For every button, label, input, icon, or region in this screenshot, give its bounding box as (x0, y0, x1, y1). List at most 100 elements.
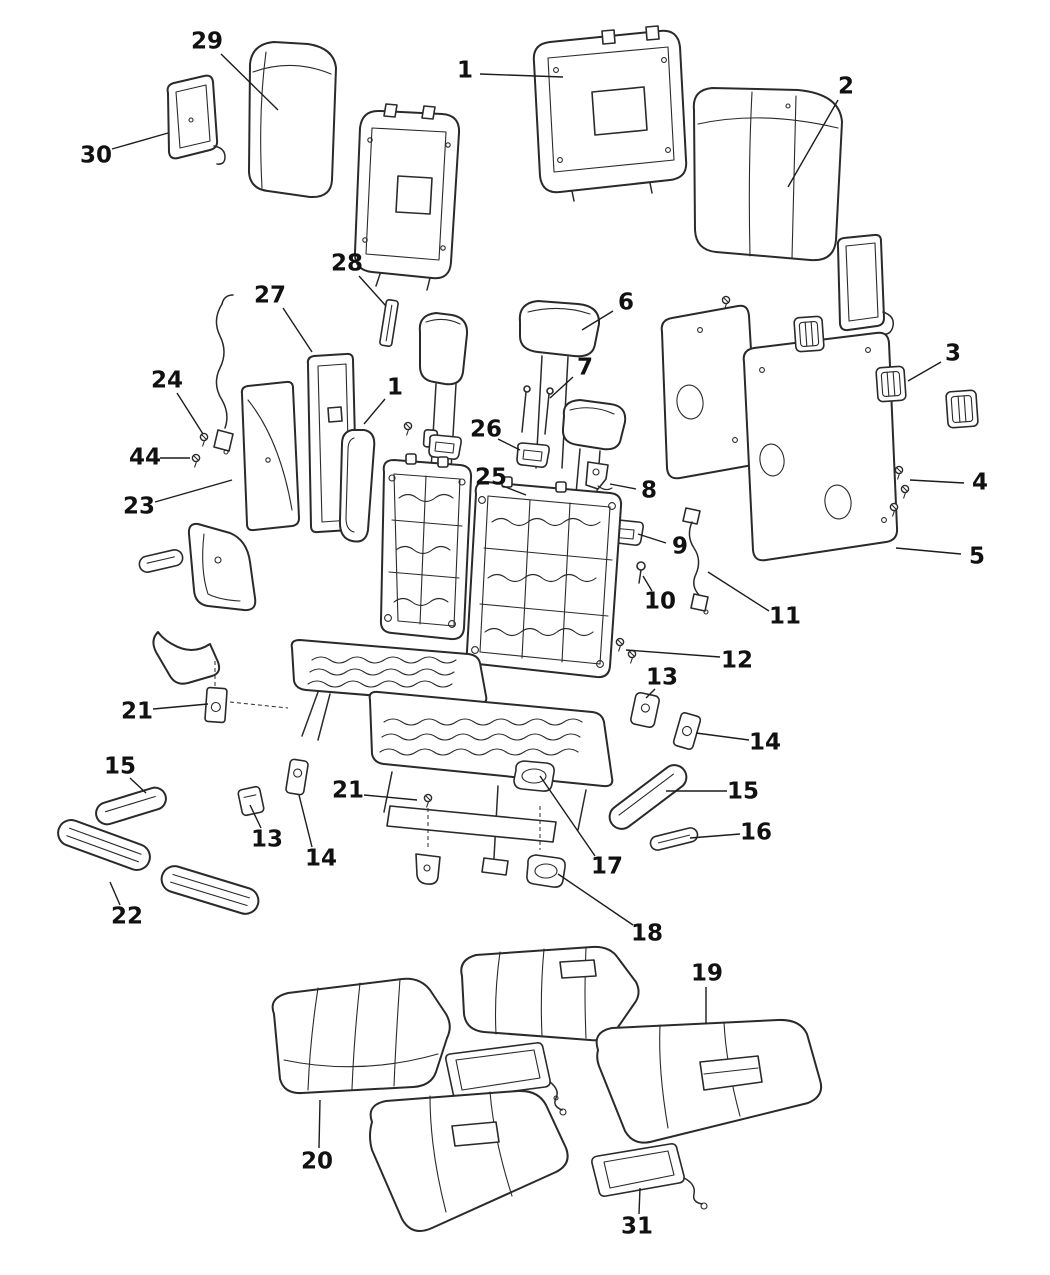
frame-1-right-art (532, 25, 688, 202)
callout-label-11-20[interactable]: 11 (768, 603, 802, 630)
leader-line-2 (787, 99, 839, 188)
vent-3-c-art (945, 389, 979, 429)
leader-line-20 (318, 1099, 321, 1149)
callout-label-17-31[interactable]: 17 (590, 853, 624, 880)
bezel-18-art (526, 854, 566, 888)
leader-line-1 (479, 73, 564, 78)
bracket-14-right-art (672, 712, 702, 750)
bracket-13-left-art (237, 785, 265, 817)
trim-15-left-art (95, 786, 167, 826)
base-pan-front-art (368, 690, 614, 859)
cushion-19-art (595, 1018, 823, 1144)
callout-label-6-6[interactable]: 6 (617, 289, 635, 316)
seatback-29-art (248, 41, 337, 199)
callout-label-13-29[interactable]: 13 (250, 826, 284, 853)
leader-line-21 (363, 794, 418, 801)
callout-label-31-36[interactable]: 31 (620, 1213, 654, 1240)
callout-label-8-14[interactable]: 8 (640, 477, 658, 504)
callout-label-5-18[interactable]: 5 (968, 543, 986, 570)
cable-11-art (682, 507, 709, 615)
leader-line-4 (909, 479, 965, 484)
headrest-8-art (561, 399, 627, 506)
callout-label-1-9[interactable]: 1 (386, 374, 404, 401)
callout-label-10-19[interactable]: 10 (643, 588, 677, 615)
callout-label-26-10[interactable]: 26 (469, 416, 503, 443)
callout-label-15-26[interactable]: 15 (726, 778, 760, 805)
callout-label-25-13[interactable]: 25 (474, 464, 508, 491)
callout-label-21-28[interactable]: 21 (331, 777, 365, 804)
strip-28-art (379, 298, 399, 348)
leader-line-31 (638, 1187, 641, 1215)
callout-label-44-11[interactable]: 44 (128, 444, 162, 471)
callout-label-16-27[interactable]: 16 (739, 819, 773, 846)
callout-label-14-30[interactable]: 14 (304, 845, 338, 872)
callout-label-2-3[interactable]: 2 (837, 73, 855, 100)
cushion-20-art (271, 977, 451, 1095)
leader-line-6 (581, 310, 614, 331)
leader-line-3 (907, 361, 942, 382)
callout-label-20-35[interactable]: 20 (300, 1148, 334, 1175)
callout-label-13-22[interactable]: 13 (645, 664, 679, 691)
leader-line-14 (695, 732, 750, 741)
leader-line-7 (549, 376, 574, 399)
back-panel-a-art (660, 295, 759, 480)
callout-label-24-8[interactable]: 24 (150, 367, 184, 394)
callout-label-15-25[interactable]: 15 (103, 753, 137, 780)
callout-label-3-16[interactable]: 3 (944, 340, 962, 367)
callout-label-9-15[interactable]: 9 (671, 533, 689, 560)
leader-line-27 (282, 307, 313, 353)
leader-line-15 (129, 777, 147, 794)
callout-label-14-23[interactable]: 14 (748, 729, 782, 756)
back-panel-b-art (742, 331, 899, 562)
seatback-2-art (692, 87, 843, 262)
leader-line-9 (637, 533, 667, 544)
callout-label-23-12[interactable]: 23 (122, 493, 156, 520)
trim-22-b-art (160, 865, 260, 915)
leader-line-21 (152, 703, 209, 710)
leader-line-1 (363, 398, 386, 425)
frame-center-left-art (379, 453, 473, 641)
handle-top-left-art (138, 549, 184, 573)
trim-22-a-art (57, 819, 151, 871)
callout-label-29-0[interactable]: 29 (190, 28, 224, 55)
callout-label-22-32[interactable]: 22 (110, 903, 144, 930)
artwork (57, 25, 979, 1232)
callout-label-18-33[interactable]: 18 (630, 920, 664, 947)
bolt-10-art (636, 561, 646, 584)
clip-13-right-art (630, 691, 660, 729)
trim-1-center-art (338, 429, 376, 543)
leader-line-23 (154, 479, 233, 503)
cushion-center-bottom-art (369, 1089, 569, 1232)
callout-label-28-4[interactable]: 28 (330, 250, 364, 277)
guide-cap-a-art (428, 434, 462, 460)
leader-line-28 (358, 275, 387, 307)
heater-mat-1-art (445, 1042, 567, 1116)
callout-label-4-17[interactable]: 4 (971, 469, 989, 496)
leader-line-22 (109, 881, 121, 906)
leader-line-5 (895, 547, 962, 555)
panel-23-art (240, 380, 300, 532)
leader-line-11 (707, 571, 770, 612)
guide-cap-26-art (516, 442, 550, 468)
cushion-center-top-art (460, 945, 640, 1042)
vent-3-b-art (875, 365, 907, 403)
callout-label-21-24[interactable]: 21 (120, 698, 154, 725)
callout-label-1-2[interactable]: 1 (456, 57, 474, 84)
leader-line-13 (249, 804, 262, 829)
frame-center-right-art (465, 476, 623, 679)
release-cable-27-art (213, 294, 234, 455)
panel-right-small-art (836, 233, 895, 336)
callout-label-7-7[interactable]: 7 (576, 354, 594, 381)
bezel-17-art (513, 760, 555, 792)
callout-label-19-34[interactable]: 19 (690, 960, 724, 987)
leader-line-24 (176, 392, 204, 435)
callout-label-27-5[interactable]: 27 (253, 282, 287, 309)
leader-line-14 (298, 794, 313, 848)
callout-label-30-1[interactable]: 30 (79, 142, 113, 169)
base-pan-back-art (290, 639, 488, 741)
hook-left-art (152, 631, 221, 685)
leader-lines (109, 53, 965, 1215)
callout-label-12-21[interactable]: 12 (720, 647, 754, 674)
